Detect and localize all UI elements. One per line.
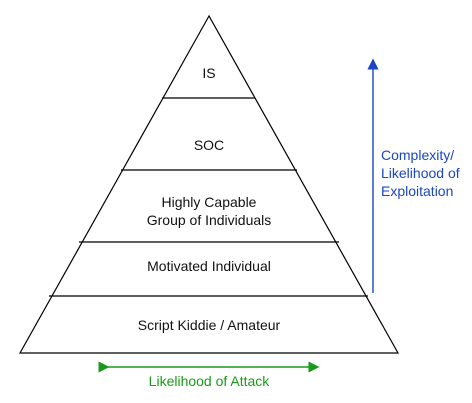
- tier-label-script-kiddie: Script Kiddie / Amateur: [138, 317, 281, 333]
- vertical-axis-label-line1: Complexity/: [381, 147, 454, 163]
- tier-label-is: IS: [202, 65, 215, 81]
- tier-label-highly-capable-line2: Group of Individuals: [147, 212, 272, 228]
- vertical-axis-label-line2: Likelihood of: [381, 165, 460, 181]
- vertical-axis-label-line3: Exploitation: [381, 183, 453, 199]
- tier-label-motivated-individual: Motivated Individual: [147, 258, 271, 274]
- tier-label-soc: SOC: [194, 137, 224, 153]
- horizontal-axis-label: Likelihood of Attack: [149, 373, 271, 389]
- pyramid-outline: [18, 14, 400, 354]
- tier-label-highly-capable-line1: Highly Capable: [162, 194, 257, 210]
